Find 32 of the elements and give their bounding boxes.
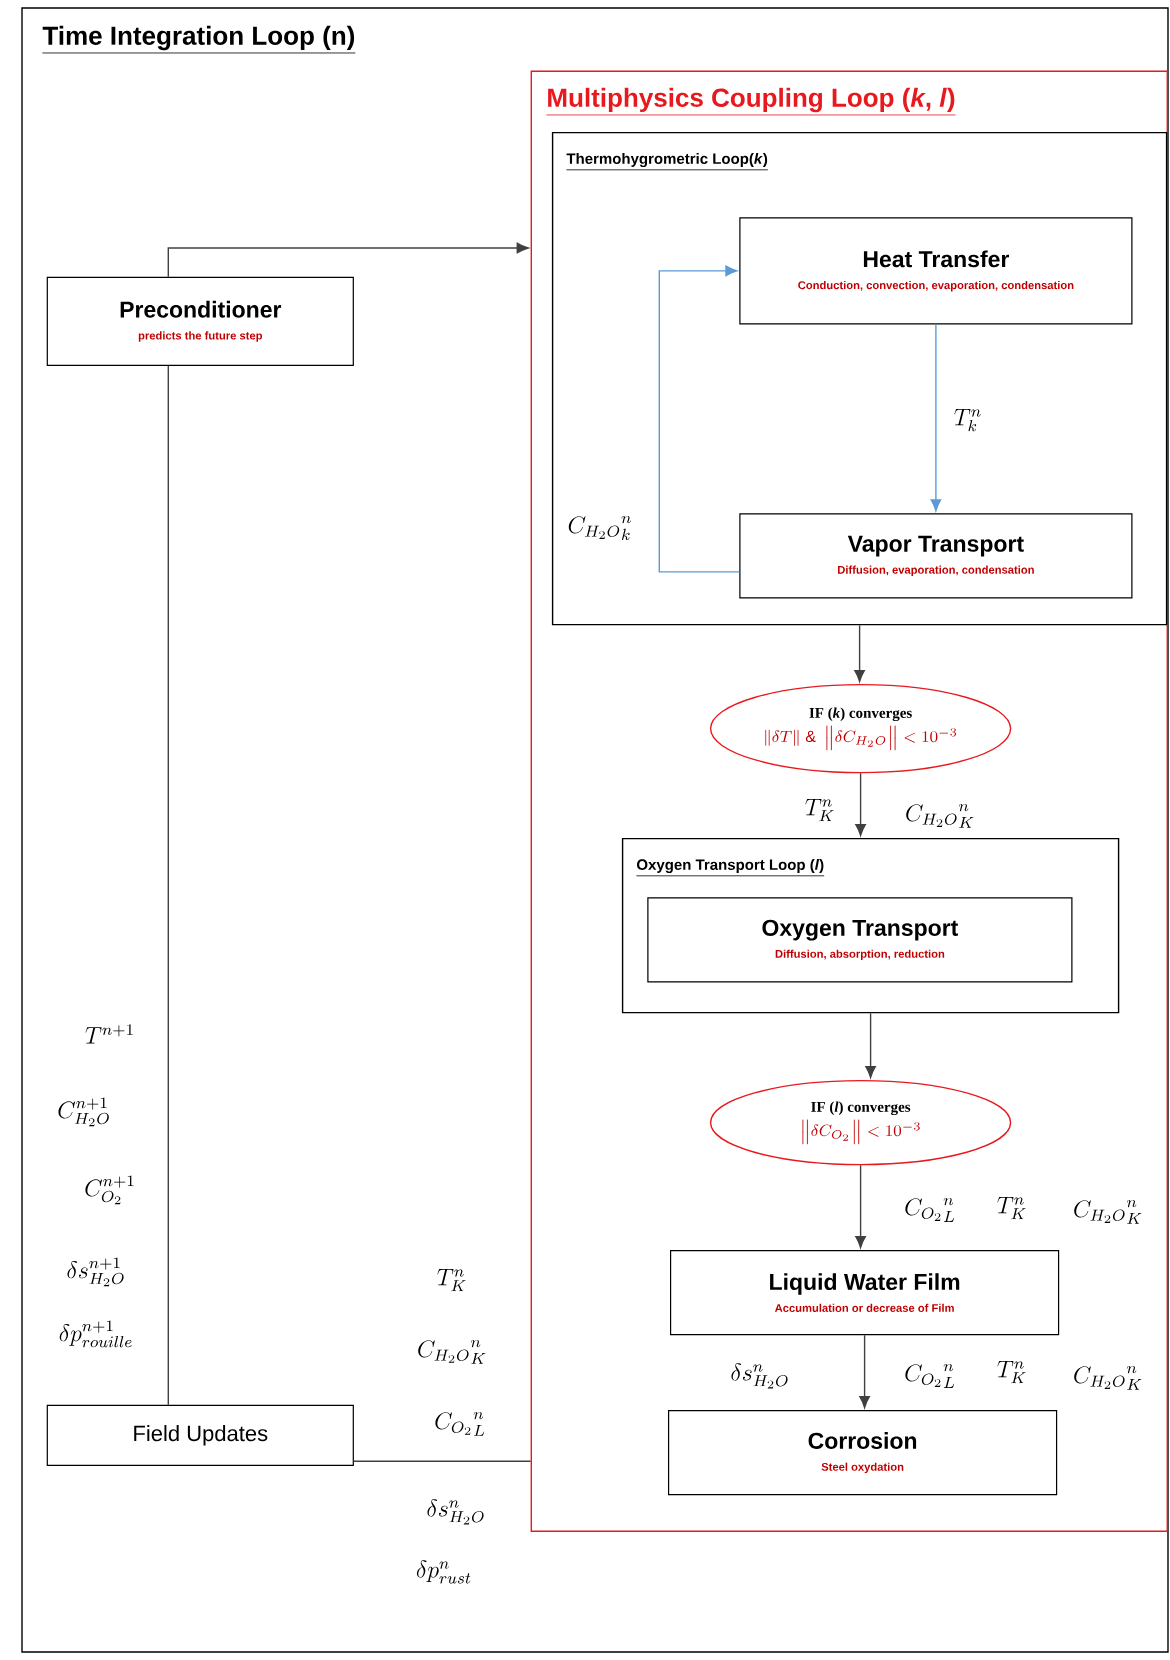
variable-label: $T_K^n$ xyxy=(997,1196,1026,1220)
variable-label: ${C_{O_2}}_L^n$ xyxy=(905,1197,955,1222)
variable-label: ${C_{O_2}}_L^n$ xyxy=(905,1363,955,1388)
arrow xyxy=(855,1164,866,1249)
arrow xyxy=(930,323,942,512)
variable-label: $\delta s^n_{H_2O}$ xyxy=(427,1499,484,1525)
variable-label: ${C_{H_2O}}_K^n$ xyxy=(1074,1365,1142,1390)
variable-label: $C^{n+1}_{O_2}$ xyxy=(85,1175,134,1205)
connector-line xyxy=(167,365,169,1406)
variable-label: $\delta p^{n+1}_{rouille}$ xyxy=(59,1320,132,1348)
variable-label: $\delta p^n_{rust}$ xyxy=(416,1560,471,1584)
arrow xyxy=(855,772,866,837)
arrow xyxy=(859,1334,870,1409)
variable-label: $T_K^n$ xyxy=(997,1360,1026,1384)
edge-label: ${C_{H_2O}}_k^n$ xyxy=(565,514,635,542)
variable-label: ${C_{O_2}}_L^n$ xyxy=(435,1411,485,1436)
connector-line xyxy=(353,1460,532,1462)
variable-label: ${C_{H_2O}}_K^n$ xyxy=(418,1339,486,1364)
process-box: Field Updates xyxy=(46,1404,354,1466)
arrow xyxy=(854,624,865,683)
variable-label: ${C_{H_2O}}_K^n$ xyxy=(1074,1199,1142,1224)
arrow xyxy=(658,265,740,573)
variable-label: $T_K^n$ xyxy=(805,798,834,822)
variable-label: ${C_{H_2O}}_K^n$ xyxy=(906,803,974,828)
edge-label: $T_k^n$ xyxy=(951,406,985,434)
variable-label: $\delta s^n_{H_2O}$ xyxy=(731,1363,788,1389)
arrow xyxy=(865,1012,876,1079)
variable-label: $\delta s^{n+1}_{H_2O}$ xyxy=(67,1257,124,1287)
variable-label: $C^{n+1}_{H_2O}$ xyxy=(58,1097,109,1127)
variable-label: $T_K^n$ xyxy=(437,1268,466,1292)
variable-label: $T^{n+1}$ xyxy=(85,1024,133,1044)
arrow xyxy=(167,242,529,278)
